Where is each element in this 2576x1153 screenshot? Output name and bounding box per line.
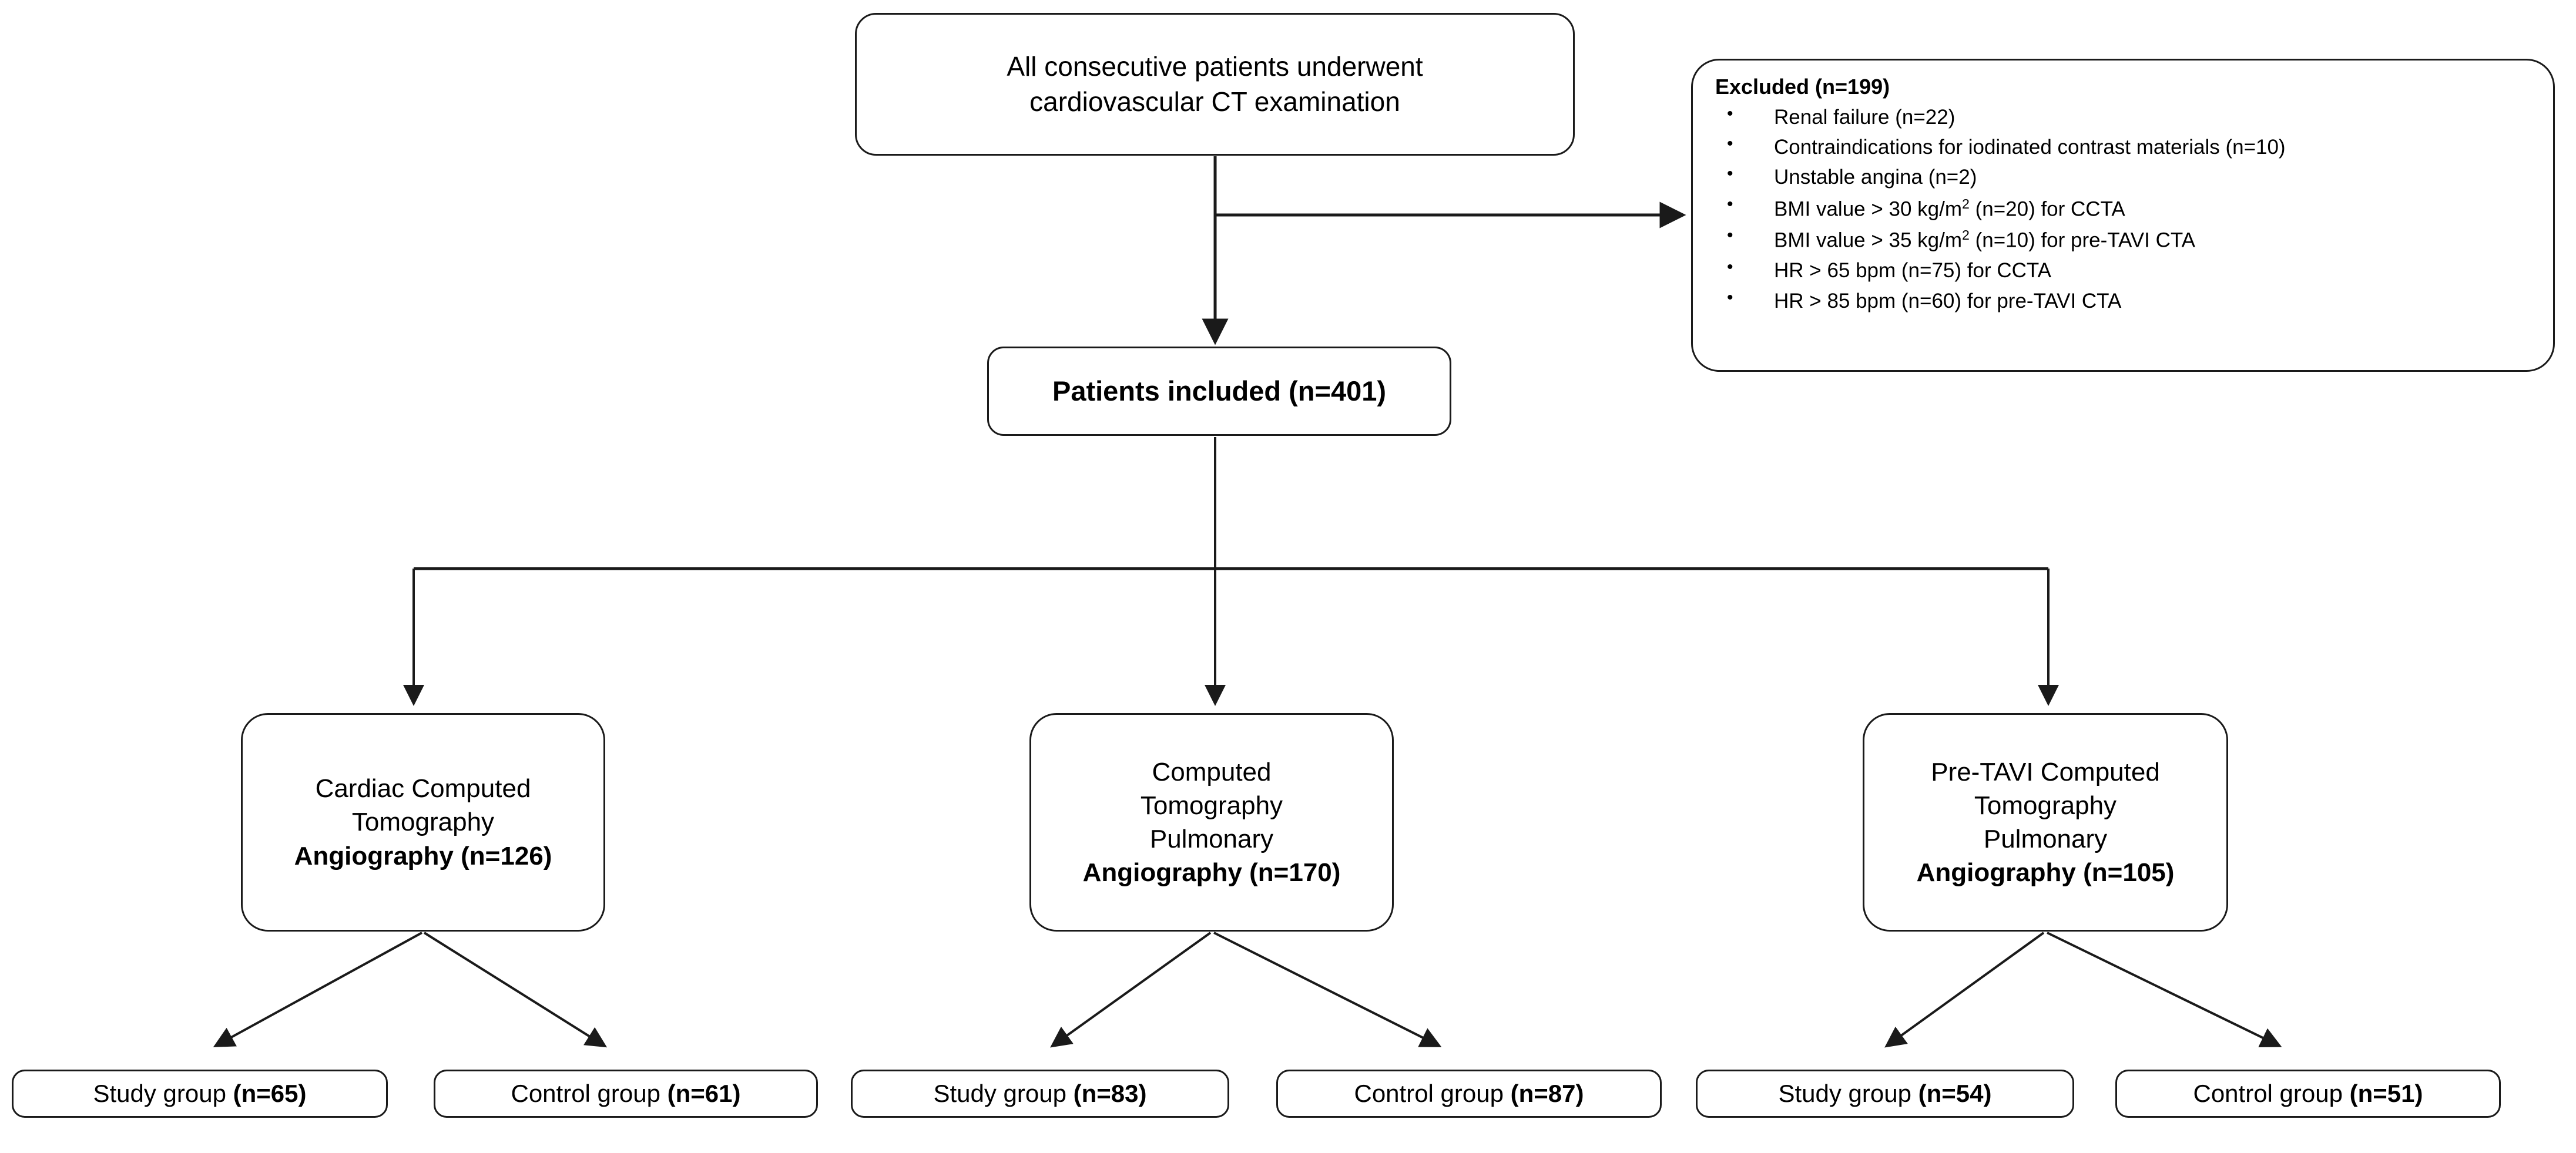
node-control-group-tavi: Control group (n=51) (2115, 1070, 2501, 1118)
connector-tavi-to-control (2047, 932, 2282, 1048)
tavi-line-1: Pre-TAVI Computed (1931, 757, 2160, 786)
node-all-patients-text: All consecutive patients underwent cardi… (857, 49, 1573, 120)
connector-tavi-to-study (1884, 932, 2045, 1048)
connector-ccta-to-study (213, 932, 422, 1047)
ctpa-line-3: Pulmonary (1149, 825, 1274, 853)
tavi-line-3: Pulmonary (1983, 825, 2108, 853)
node-all-consecutive-patients: All consecutive patients underwent cardi… (855, 13, 1575, 156)
ctpa-text: Computed Tomography Pulmonary Angiograph… (1031, 755, 1392, 890)
node-control-group-ccta: Control group (n=61) (434, 1070, 818, 1118)
ccta-text: Cardiac Computed Tomography Angiography … (243, 772, 603, 873)
node-control-group-ctpa: Control group (n=87) (1276, 1070, 1662, 1118)
node-excluded-criteria: Excluded (n=199) Renal failure (n=22) Co… (1691, 59, 2555, 372)
ctpa-line-1: Computed (1152, 757, 1272, 786)
excluded-item: HR > 65 bpm (n=75) for CCTA (1713, 257, 2537, 283)
study-group-label: Study group (n=65) (93, 1079, 307, 1107)
excluded-title: Excluded (n=199) (1715, 75, 1890, 99)
tavi-text: Pre-TAVI Computed Tomography Pulmonary A… (1864, 755, 2226, 890)
connector-ccta-to-control (423, 932, 608, 1048)
ctpa-line-2: Tomography (1140, 791, 1283, 820)
ccta-line-2: Tomography (351, 808, 495, 837)
all-patients-line-1: All consecutive patients underwent (1007, 51, 1423, 82)
excluded-item: BMI value > 30 kg/m2 (n=20) for CCTA (1713, 194, 2537, 221)
excluded-item: HR > 85 bpm (n=60) for pre-TAVI CTA (1713, 288, 2537, 313)
tavi-line-2: Tomography (1974, 791, 2117, 820)
node-patients-included: Patients included (n=401) (987, 347, 1451, 436)
node-study-group-ccta: Study group (n=65) (12, 1070, 388, 1118)
connector-ctpa-to-control (1213, 932, 1442, 1047)
excluded-criteria-list: Renal failure (n=22) Contraindications f… (1713, 104, 2537, 313)
connector-ctpa-to-study (1050, 932, 1212, 1048)
node-ct-pulmonary-angiography: Computed Tomography Pulmonary Angiograph… (1029, 713, 1394, 932)
control-group-label: Control group (n=87) (1354, 1079, 1584, 1107)
study-group-label: Study group (n=54) (1778, 1079, 1992, 1107)
control-group-label: Control group (n=51) (2193, 1079, 2423, 1107)
node-study-group-ctpa: Study group (n=83) (851, 1070, 1229, 1118)
ctpa-line-4: Angiography (n=170) (1082, 858, 1341, 888)
patients-included-label: Patients included (n=401) (1052, 375, 1387, 407)
study-group-label: Study group (n=83) (933, 1079, 1147, 1107)
excluded-item: Contraindications for iodinated contrast… (1713, 134, 2537, 159)
node-cardiac-ct-angiography: Cardiac Computed Tomography Angiography … (241, 713, 605, 932)
excluded-item: Renal failure (n=22) (1713, 104, 2537, 129)
tavi-line-4: Angiography (n=105) (1916, 858, 2175, 888)
node-pre-tavi-ct-angiography: Pre-TAVI Computed Tomography Pulmonary A… (1863, 713, 2228, 932)
ccta-line-1: Cardiac Computed (315, 774, 531, 804)
ccta-line-3: Angiography (n=126) (294, 841, 552, 870)
all-patients-line-2: cardiovascular CT examination (1029, 86, 1400, 117)
excluded-item: Unstable angina (n=2) (1713, 164, 2537, 189)
control-group-label: Control group (n=61) (511, 1079, 741, 1107)
node-study-group-tavi: Study group (n=54) (1696, 1070, 2074, 1118)
excluded-item: BMI value > 35 kg/m2 (n=10) for pre-TAVI… (1713, 226, 2537, 253)
